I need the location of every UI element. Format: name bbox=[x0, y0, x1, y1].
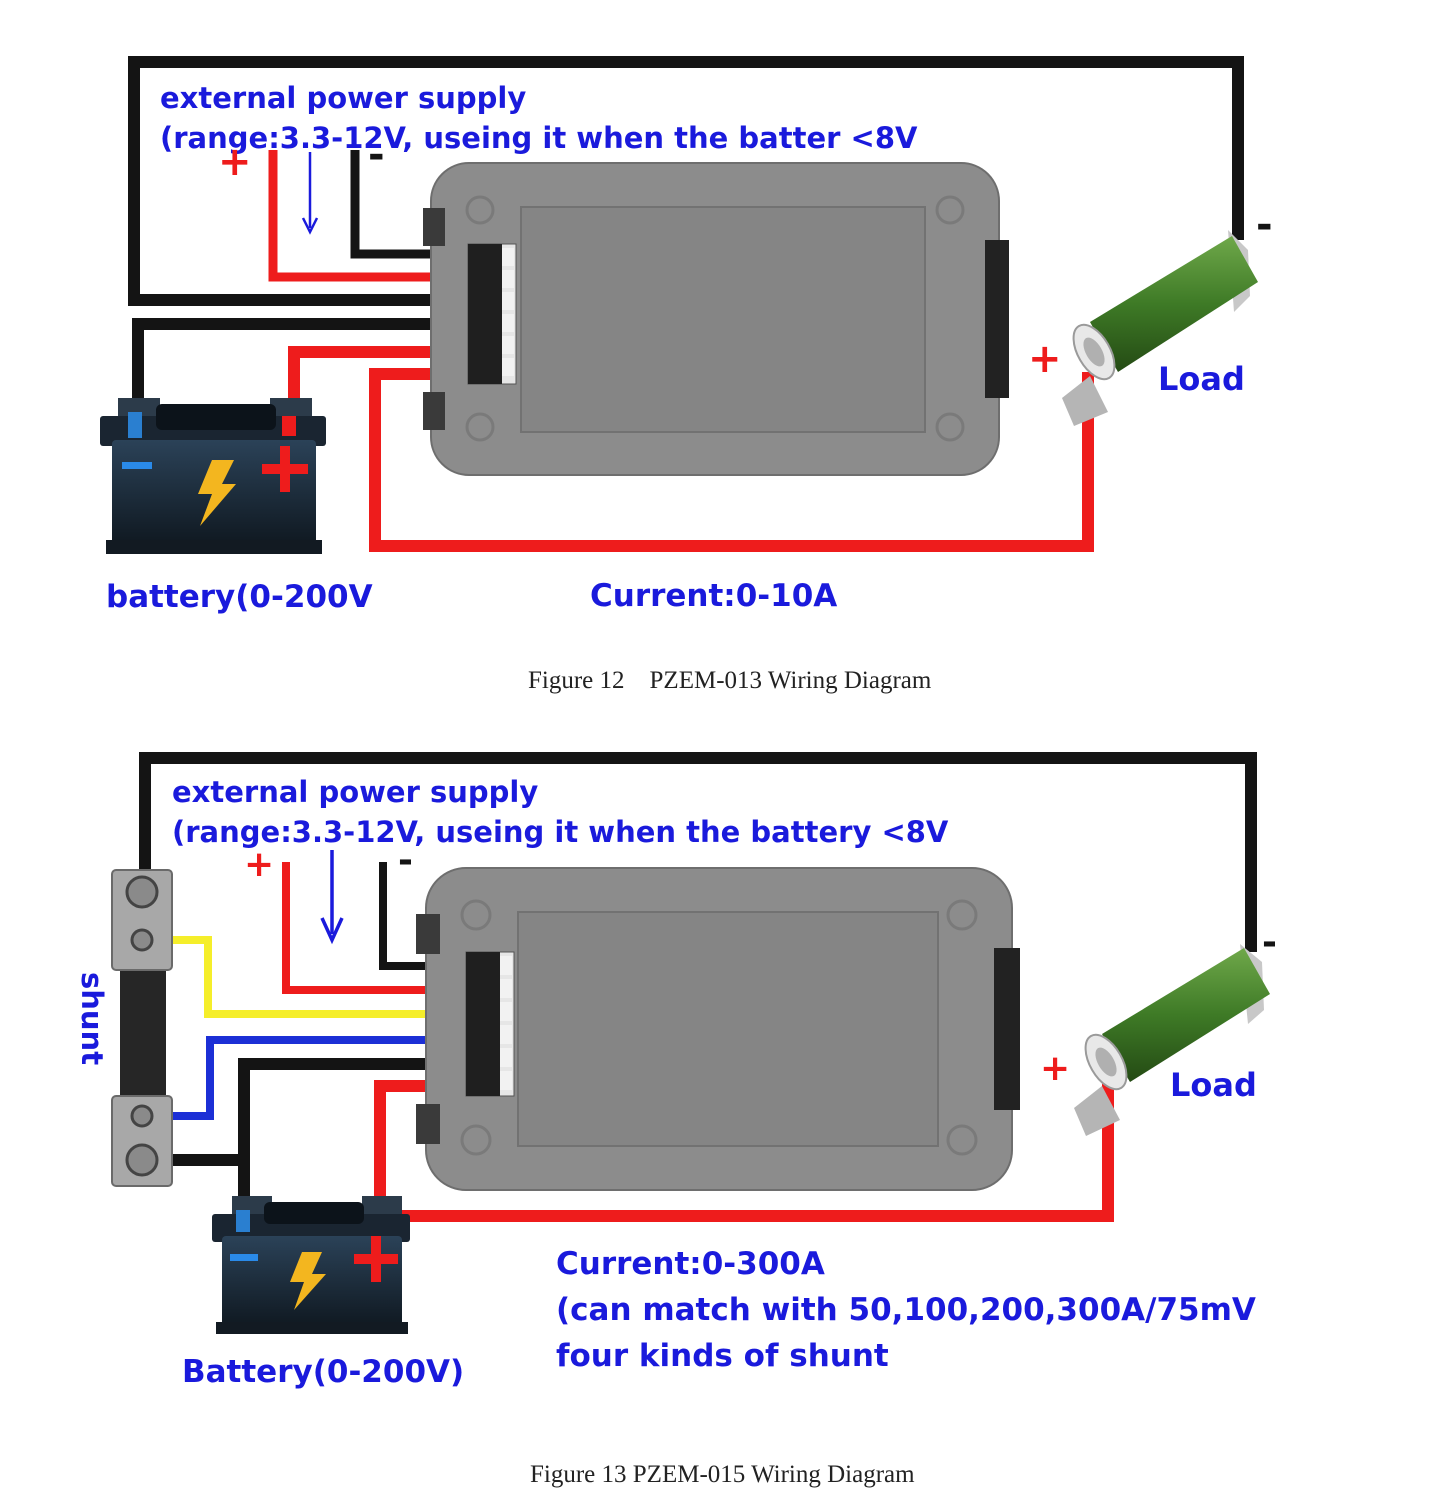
battery-plus-icon bbox=[262, 446, 308, 492]
pzem-013-meter bbox=[423, 162, 1009, 476]
current-note-line-2: four kinds of shunt bbox=[556, 1338, 889, 1374]
wire-battery-negative bbox=[132, 318, 470, 410]
battery-label: battery(0-200V bbox=[106, 579, 373, 615]
battery-plus-icon bbox=[354, 1236, 398, 1282]
current-label: Current:0-10A bbox=[590, 578, 837, 614]
battery-label: Battery(0-200V) bbox=[182, 1354, 464, 1390]
terminal-block bbox=[465, 951, 515, 1097]
wire-shunt-sense-blue bbox=[150, 1036, 480, 1120]
supply-range: (range:3.3-12V, useing it when the batte… bbox=[160, 121, 918, 155]
current-label: Current:0-300A bbox=[556, 1246, 825, 1282]
battery-minus-icon bbox=[230, 1254, 258, 1261]
load-resistor bbox=[1062, 230, 1258, 426]
supply-plus-sign: + bbox=[218, 139, 252, 185]
supply-plus-sign: + bbox=[244, 844, 274, 885]
load-plus-sign: + bbox=[1040, 1048, 1070, 1089]
supply-minus-sign: - bbox=[368, 132, 385, 178]
supply-minus-sign: - bbox=[398, 840, 413, 881]
down-arrow-icon bbox=[320, 850, 344, 945]
figure-13-pzem-015: external power supply (range:3.3-12V, us… bbox=[75, 752, 1277, 1488]
lightning-bolt-icon bbox=[198, 460, 236, 526]
wire-shunt-sense-yellow bbox=[150, 936, 480, 1018]
wire-battery-positive bbox=[288, 346, 470, 420]
wire-supply-positive bbox=[268, 150, 470, 282]
wire-load-positive bbox=[369, 368, 1094, 552]
load-minus-sign: - bbox=[1262, 922, 1277, 963]
load-label: Load bbox=[1170, 1066, 1257, 1104]
supply-title: external power supply bbox=[160, 81, 526, 115]
pzem-015-meter bbox=[416, 867, 1020, 1191]
supply-title: external power supply bbox=[172, 775, 538, 809]
lightning-bolt-icon bbox=[290, 1252, 326, 1310]
shunt bbox=[111, 869, 173, 1187]
figure-12-pzem-013: external power supply (range:3.3-12V, us… bbox=[100, 56, 1273, 694]
battery-minus-icon bbox=[122, 462, 152, 469]
figure-13-caption: Figure 13 PZEM-015 Wiring Diagram bbox=[530, 1461, 915, 1488]
battery bbox=[100, 398, 326, 554]
wire-shunt-to-load-negative bbox=[139, 752, 1257, 952]
battery bbox=[212, 1196, 410, 1334]
down-arrow-icon bbox=[301, 152, 319, 235]
wire-supply-positive bbox=[282, 862, 480, 994]
supply-range: (range:3.3-12V, useing it when the batte… bbox=[172, 815, 949, 849]
current-note-line-1: (can match with 50,100,200,300A/75mV bbox=[556, 1292, 1256, 1328]
figure-12-caption: Figure 12 PZEM-013 Wiring Diagram bbox=[528, 667, 932, 694]
load-minus-sign: - bbox=[1256, 202, 1273, 248]
load-plus-sign: + bbox=[1028, 336, 1062, 382]
load-label: Load bbox=[1158, 360, 1245, 398]
wire-load-negative bbox=[128, 56, 1244, 306]
load-resistor bbox=[1074, 944, 1270, 1136]
terminal-block bbox=[467, 243, 517, 385]
shunt-label: shunt bbox=[75, 972, 109, 1065]
